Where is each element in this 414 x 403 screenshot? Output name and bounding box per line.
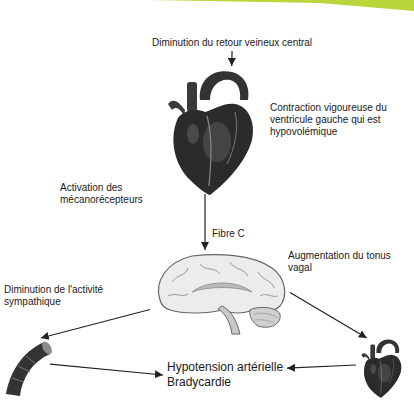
vagal-arrow: [290, 293, 367, 339]
receptor-label: Activation des mécanorécepteurs: [60, 182, 162, 206]
afferent-arrow: [204, 194, 205, 250]
arrow: [50, 364, 163, 375]
vessel-illustration: [6, 340, 54, 396]
node-text: Diminution du retour veineux central: [152, 37, 312, 49]
cause-text: Diminution du retour veineux central: [148, 35, 316, 51]
vessel-rings: [12, 356, 36, 382]
effect-text: Hypotension artérielleBradycardie: [163, 358, 287, 392]
vessel-node: [4, 338, 50, 396]
edge-label: Diminution de l'activité sympathique: [4, 284, 116, 308]
heart-illustration: [361, 339, 401, 397]
sympathetic-arrow: [41, 310, 150, 339]
brain-illustration: [158, 255, 284, 334]
arrow: [287, 365, 356, 368]
cerebellum: [250, 307, 280, 327]
brain-node: [150, 250, 290, 335]
vessel-wall: [6, 342, 50, 396]
heart-node: Contraction vigoureuse du ventricule gau…: [165, 66, 412, 194]
node-text: Bradycardie: [167, 375, 283, 390]
gyri-lines: [168, 262, 278, 296]
heart-illustration: [168, 71, 253, 195]
node-text: Contraction vigoureuse du ventricule gau…: [270, 102, 408, 138]
corpus-callosum: [192, 283, 252, 292]
heart-node: [356, 338, 410, 398]
header-band: [150, 0, 414, 11]
edge-label: Fibre C: [212, 228, 245, 240]
arrow: [231, 51, 233, 66]
cerebellum-folia: [254, 313, 278, 323]
node-text: Hypotension artérielle: [167, 360, 283, 375]
vessel-lumen: [40, 340, 54, 356]
brainstem: [218, 306, 240, 334]
cerebrum: [158, 255, 284, 313]
edge-label: Augmentation du tonus vagal: [288, 250, 410, 274]
